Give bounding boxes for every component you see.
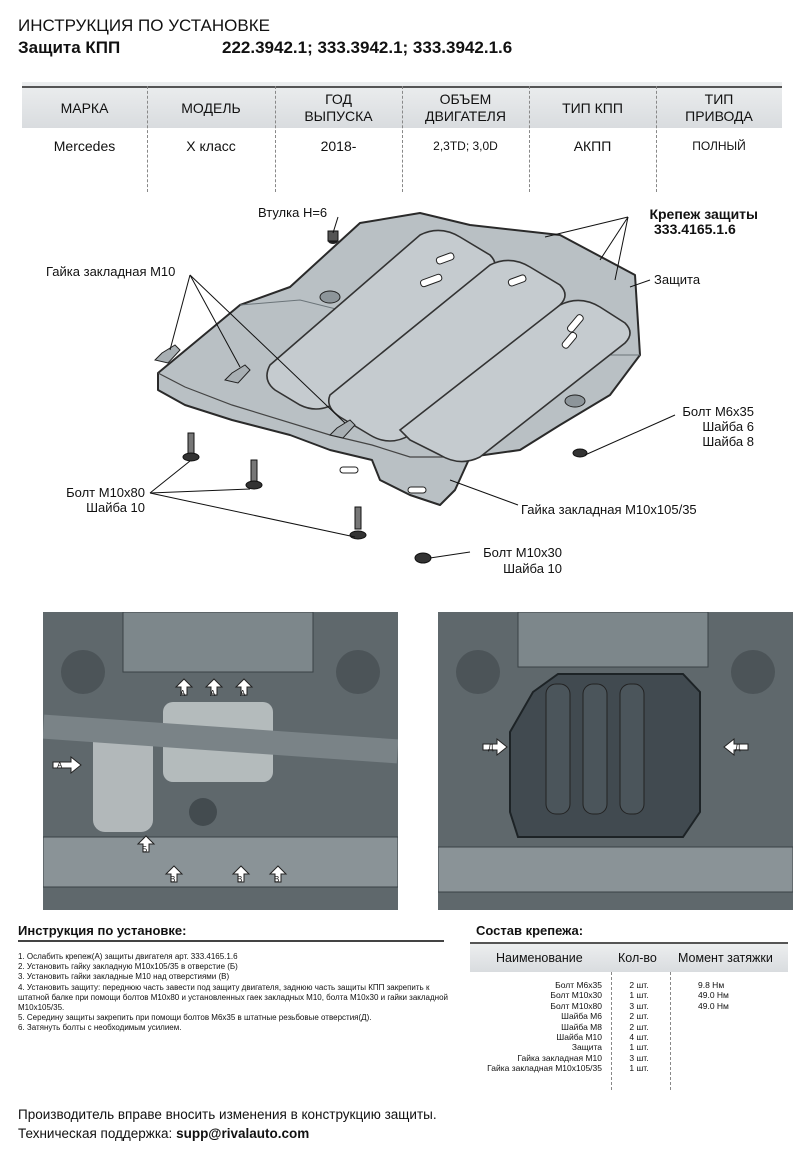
label-nut-m10: Гайка закладная М10 — [46, 264, 176, 279]
spec-separator — [656, 86, 657, 192]
instruction-step: 3. Установить гайки закладные М10 над от… — [18, 972, 230, 982]
footer-support: Техническая поддержка: supp@rivalauto.co… — [18, 1126, 309, 1141]
row-torque: 49.0 Нм — [698, 990, 729, 1001]
label-bolt-m10x30: Болт М10x30 — [483, 545, 562, 560]
spec-value-transmission: АКПП — [573, 138, 612, 154]
instruction-step: 5. Середину защиты закрепить при помощи … — [18, 1013, 372, 1023]
spec-separator — [275, 86, 276, 192]
label-bushing: Втулка Н=6 — [258, 205, 328, 220]
marker-d: Д — [735, 743, 741, 752]
label-fastener-kit-code: 333.4165.1.6 — [654, 221, 736, 237]
fasteners-row: Защита 1 шт. — [470, 1042, 788, 1052]
vehicle-spec-table: МАРКА МОДЕЛЬ ГОД ВЫПУСКА ОБЪЕМ ДВИГАТЕЛЯ… — [22, 82, 782, 192]
row-qty: 3 шт. — [629, 1052, 649, 1063]
label-washer-10-b: Шайба 10 — [503, 561, 562, 576]
row-qty: 2 шт. — [629, 1011, 649, 1022]
product-codes: 222.3942.1; 333.3942.1; 333.3942.1.6 — [222, 38, 513, 57]
spec-value-model: X класс — [186, 138, 236, 154]
photo-before: А А А А Б В В В — [43, 612, 398, 910]
label-washer-6: Шайба 6 — [702, 419, 754, 434]
page-title: ИНСТРУКЦИЯ ПО УСТАНОВКЕ — [18, 16, 270, 35]
fasteners-row: Шайба М6 2 шт. — [470, 1011, 788, 1021]
row-torque: 49.0 Нм — [698, 1000, 729, 1011]
fasteners-table: Наименование Кол-во Момент затяжки Болт … — [470, 942, 788, 1090]
spec-head-brand: МАРКА — [60, 100, 109, 116]
row-qty: 3 шт. — [629, 1000, 649, 1011]
marker-d: Д — [488, 743, 494, 752]
row-qty: 1 шт. — [629, 1063, 649, 1074]
fasteners-separator — [670, 942, 671, 1090]
product-name: Защита КПП — [18, 38, 121, 57]
support-label: Техническая поддержка: — [18, 1126, 173, 1141]
row-torque: 9.8 Нм — [698, 980, 725, 990]
spec-separator — [402, 86, 403, 192]
exploded-diagram: Втулка Н=6 Крепеж защиты 333.4165.1.6 За… — [0, 195, 804, 595]
instruction-step: 4. Установить защиту: переднюю часть зав… — [18, 982, 449, 1013]
footer-note: Производитель вправе вносить изменения в… — [18, 1107, 437, 1122]
spec-value-year: 2018- — [320, 138, 357, 154]
row-name: Гайка закладная М10x105/35 — [487, 1063, 602, 1074]
marker-v: В — [170, 875, 176, 884]
fasteners-header-torque: Момент затяжки — [678, 951, 773, 965]
row-qty: 1 шт. — [629, 1042, 649, 1053]
instructions-rule — [18, 940, 444, 942]
row-name: Шайба М8 — [561, 1021, 602, 1032]
row-name: Шайба М6 — [561, 1011, 602, 1022]
fasteners-row: Болт М10x30 1 шт. 49.0 Нм — [470, 990, 788, 1000]
spec-value-engine: 2,3TD; 3,0D — [433, 139, 498, 153]
row-name: Болт М10x80 — [550, 1000, 602, 1011]
instruction-step: 2. Установить гайку закладную М10x105/35… — [18, 962, 238, 972]
row-name: Болт М10x30 — [550, 990, 602, 1001]
shield-drawing — [149, 212, 676, 564]
fasteners-header: Наименование Кол-во Момент затяжки — [470, 942, 788, 972]
spec-head-transmission: ТИП КПП — [562, 100, 623, 116]
spec-head-engine: ОБЪЕМ ДВИГАТЕЛЯ — [425, 91, 506, 124]
row-name: Гайка закладная М10 — [517, 1052, 602, 1063]
fasteners-row: Гайка закладная М10 3 шт. — [470, 1053, 788, 1063]
fasteners-row: Болт М6x35 2 шт. 9.8 Нм — [470, 980, 788, 990]
marker-a: А — [210, 689, 216, 698]
row-qty: 4 шт. — [629, 1031, 649, 1042]
support-email[interactable]: supp@rivalauto.com — [176, 1126, 310, 1141]
label-nut-m10x105: Гайка закладная М10x105/35 — [521, 502, 697, 517]
fasteners-header-name: Наименование — [496, 951, 583, 965]
marker-a: А — [180, 689, 186, 698]
instruction-step: 1. Ослабить крепеж(А) защиты двигателя а… — [18, 952, 238, 961]
fasteners-header-qty: Кол-во — [618, 951, 657, 965]
spec-separator — [529, 86, 530, 192]
instructions-list: 1. Ослабить крепеж(А) защиты двигателя а… — [18, 952, 448, 1034]
instruction-step: 6. Затянуть болты с необходимым усилием. — [18, 1023, 182, 1033]
fasteners-row: Болт М10x80 3 шт. 49.0 Нм — [470, 1001, 788, 1011]
label-bolt-m10x80: Болт М10x80 — [66, 485, 145, 500]
row-name: Болт М6x35 — [555, 980, 602, 990]
label-washer-10: Шайба 10 — [86, 500, 145, 515]
row-qty: 1 шт. — [629, 990, 649, 1001]
marker-b: Б — [142, 845, 148, 854]
fasteners-row: Шайба М10 4 шт. — [470, 1032, 788, 1042]
marker-v: В — [237, 875, 243, 884]
row-name: Защита — [571, 1042, 602, 1053]
spec-head-model: МОДЕЛЬ — [181, 100, 241, 116]
spec-head-year: ГОД ВЫПУСКА — [304, 91, 373, 124]
marker-a: А — [57, 761, 63, 770]
label-bolt-m6: Болт М6x35 — [682, 404, 754, 419]
instructions-title: Инструкция по установке: — [18, 923, 187, 938]
photo-after: Д Д — [438, 612, 793, 910]
spec-value-brand: Mercedes — [53, 138, 116, 154]
fasteners-separator — [611, 942, 612, 1090]
row-qty: 2 шт. — [629, 1021, 649, 1032]
marker-a: А — [240, 689, 246, 698]
fasteners-row: Гайка закладная М10x105/35 1 шт. — [470, 1063, 788, 1073]
spec-separator — [147, 86, 148, 192]
spec-value-drive: ПОЛНЫЙ — [692, 139, 746, 153]
label-shield: Защита — [654, 272, 701, 287]
row-qty: 2 шт. — [629, 980, 649, 990]
row-name: Шайба М10 — [556, 1031, 602, 1042]
marker-v: В — [274, 875, 280, 884]
label-fastener-kit: Крепеж защиты — [649, 206, 758, 222]
fasteners-title: Состав крепежа: — [476, 923, 584, 938]
spec-head-drive: ТИП ПРИВОДА — [685, 91, 753, 124]
fasteners-row: Шайба М8 2 шт. — [470, 1022, 788, 1032]
label-washer-8: Шайба 8 — [702, 434, 754, 449]
